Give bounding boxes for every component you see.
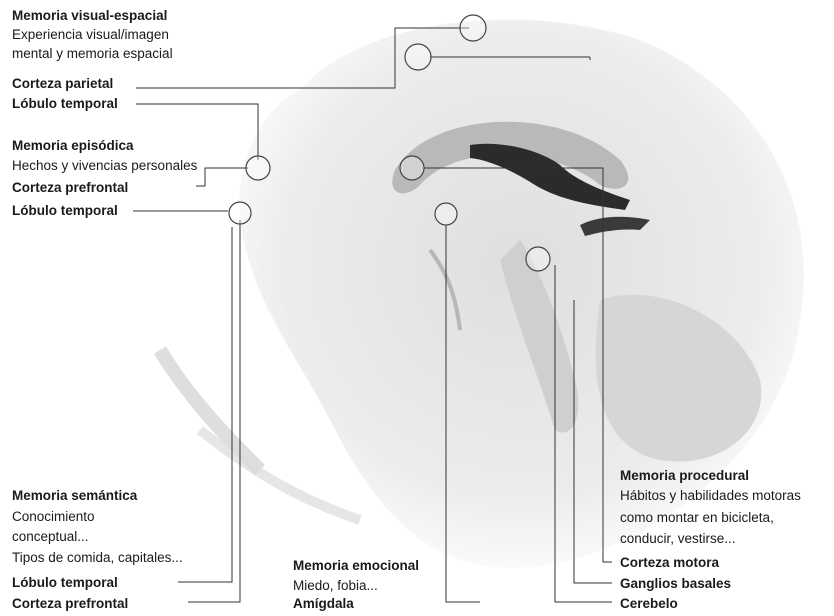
line-ganglios-basales [574,300,612,583]
visual-desc-1: Experiencia visual/imagen [12,25,169,44]
visual-region-1: Corteza parietal [12,74,113,93]
procedural-region-3: Cerebelo [620,594,678,613]
semantic-desc-1: Conocimiento [12,507,95,526]
line-lobulo-temporal-visual [136,104,258,160]
marker-circle-visual-2 [405,44,431,70]
semantic-region-2: Corteza prefrontal [12,594,128,613]
episodic-region-1: Corteza prefrontal [12,178,128,197]
line-corteza-prefrontal-episodic [196,168,248,186]
semantic-title: Memoria semántica [12,486,137,505]
procedural-desc-3: conducir, vestirse... [620,529,736,548]
episodic-desc-1: Hechos y vivencias personales [12,156,197,175]
marker-circle-episodic-1 [246,156,270,180]
episodic-region-2: Lóbulo temporal [12,201,118,220]
procedural-desc-2: como montar en bicicleta, [620,508,774,527]
line-corteza-motora [424,168,612,562]
procedural-region-1: Corteza motora [620,553,719,572]
semantic-desc-3: Tipos de comida, capitales... [12,548,183,567]
marker-circle-visual-1 [460,15,486,41]
emotional-title: Memoria emocional [293,556,419,575]
visual-title: Memoria visual-espacial [12,6,167,25]
marker-circle-motor [400,156,424,180]
line-amigdala [446,225,480,602]
semantic-desc-2: conceptual... [12,527,89,546]
semantic-region-1: Lóbulo temporal [12,573,118,592]
procedural-region-2: Ganglios basales [620,574,731,593]
marker-circle-cerebellum [526,247,550,271]
visual-desc-2: mental y memoria espacial [12,44,173,63]
procedural-title: Memoria procedural [620,466,749,485]
marker-circle-episodic-2 [229,202,251,224]
procedural-desc-1: Hábitos y habilidades motoras [620,486,801,505]
visual-region-2: Lóbulo temporal [12,94,118,113]
marker-circle-amygdala [435,203,457,225]
emotional-desc-1: Miedo, fobia... [293,576,378,595]
emotional-region-1: Amígdala [293,594,354,613]
line-lobulo-temporal-semantic [178,227,232,582]
episodic-title: Memoria episódica [12,136,134,155]
